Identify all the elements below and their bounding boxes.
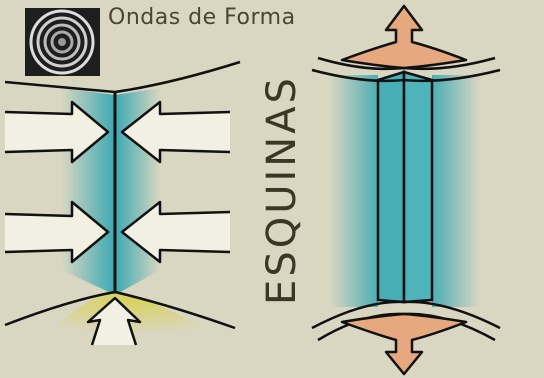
vertical-label: ESQUINAS — [259, 75, 305, 305]
pillar-face-right — [402, 70, 434, 304]
pillar-face-left — [376, 70, 406, 304]
pillar-diagram — [311, 4, 501, 376]
floor-line — [4, 290, 236, 330]
arrow-up-floor — [86, 296, 142, 346]
page-title: Ondas de Forma — [108, 5, 296, 30]
top-line-lower — [311, 68, 501, 83]
pillar-glow-left — [330, 75, 378, 307]
ceiling-line — [4, 60, 241, 94]
pillar-glow-right — [432, 75, 480, 307]
corner-diagram — [4, 60, 241, 346]
arrow-left-lower — [4, 200, 110, 264]
bottom-line-upper — [311, 300, 501, 330]
arrow-right-upper — [120, 100, 231, 164]
logo-icon — [25, 8, 100, 76]
arrow-up-top — [340, 4, 468, 70]
arrow-left-upper — [4, 100, 110, 164]
arrow-down-bottom — [340, 312, 468, 376]
vertical-label-container: ESQUINAS — [259, 60, 305, 320]
arrow-right-lower — [120, 200, 231, 264]
